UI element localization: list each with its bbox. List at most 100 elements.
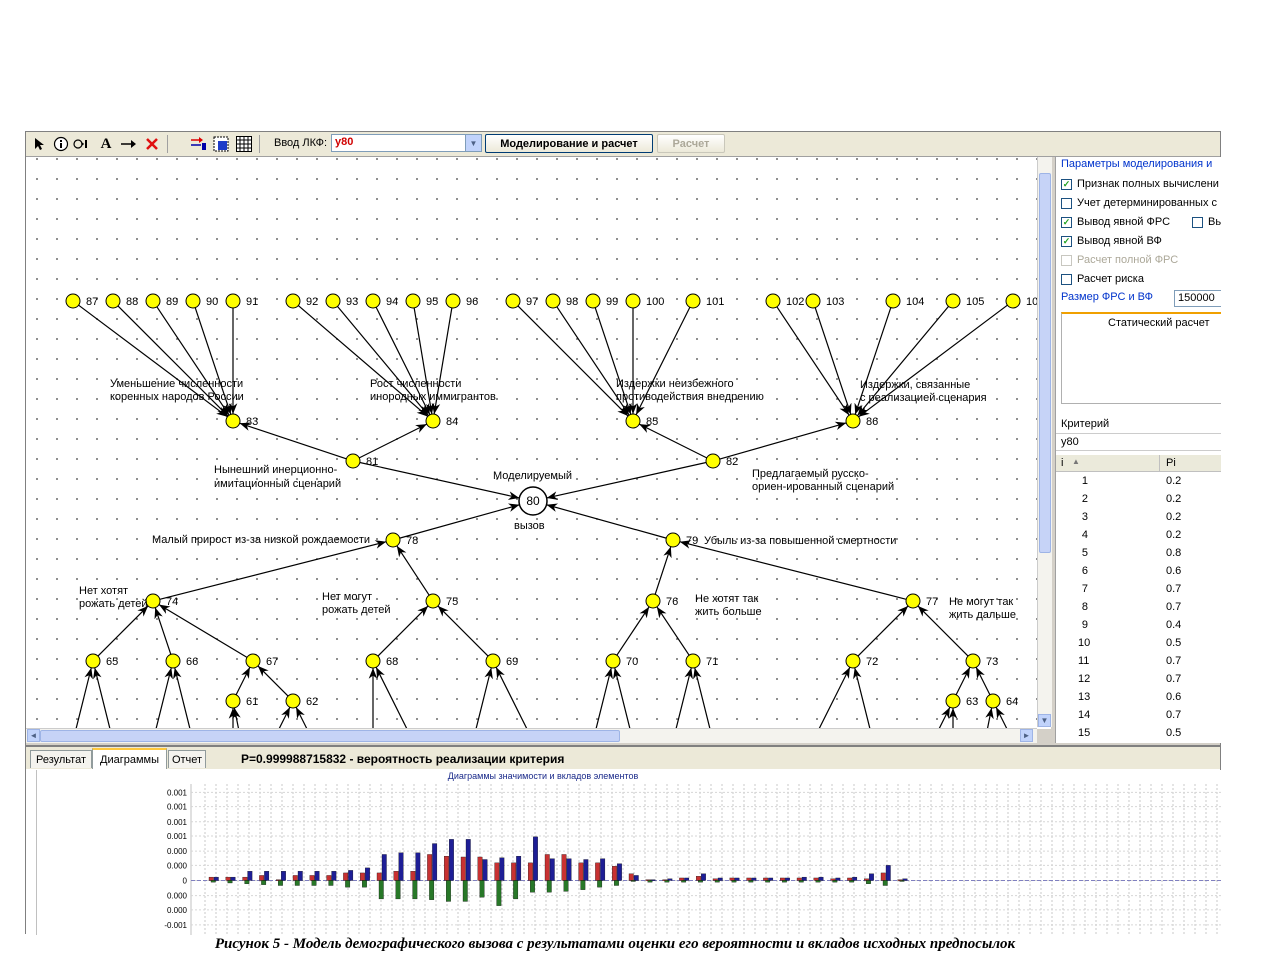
node-89[interactable]: 89 [145, 293, 178, 309]
option-checkbox[interactable]: Расчет риска [1061, 271, 1221, 287]
option-checkbox[interactable]: ✓Вывод явной ФРС [1061, 214, 1189, 230]
node-68[interactable]: 68 [365, 653, 398, 669]
node-81[interactable]: 81 [345, 453, 378, 469]
node-74[interactable]: 74 [145, 593, 178, 609]
node-100[interactable]: 100 [625, 293, 664, 309]
node-105[interactable]: 105 [945, 293, 984, 309]
node-97[interactable]: 97 [505, 293, 538, 309]
size-input[interactable]: 150000 [1174, 290, 1221, 307]
node-87[interactable]: 87 [65, 293, 98, 309]
checkmark-icon[interactable]: ✓ [1061, 235, 1072, 247]
horizontal-scroll-thumb[interactable] [40, 730, 620, 742]
checkbox-box[interactable] [1061, 197, 1072, 209]
option-checkbox[interactable]: ✓Вывод явной ВФ [1061, 233, 1221, 249]
node-92[interactable]: 92 [285, 293, 318, 309]
node-85[interactable]: 85 [625, 413, 658, 429]
criterion-value[interactable]: y80 [1056, 433, 1221, 451]
scroll-left-icon[interactable]: ◄ [27, 729, 40, 742]
link-icon[interactable] [72, 134, 92, 154]
select-icon[interactable] [211, 134, 231, 154]
node-82[interactable]: 82 [705, 453, 738, 469]
column-header-i[interactable]: i [1061, 457, 1064, 469]
calc-button[interactable]: Расчет [657, 134, 725, 153]
checkbox-box[interactable] [1061, 254, 1072, 266]
lkf-select[interactable]: y80 ▼ [331, 134, 482, 152]
node-64[interactable]: 64 [985, 693, 1018, 709]
center-node-80[interactable]: 80 [518, 486, 548, 516]
node-69[interactable]: 69 [485, 653, 518, 669]
node-90[interactable]: 90 [185, 293, 218, 309]
checkbox-box[interactable] [1061, 273, 1072, 285]
model-and-calc-button[interactable]: Моделирование и расчет [485, 134, 653, 153]
node-96[interactable]: 96 [445, 293, 478, 309]
arrow-icon[interactable] [119, 134, 139, 154]
scroll-right-icon[interactable]: ► [1020, 729, 1033, 742]
node-99[interactable]: 99 [585, 293, 618, 309]
node-91[interactable]: 91 [225, 293, 258, 309]
chevron-down-icon[interactable]: ▼ [465, 135, 481, 151]
vertical-scroll-thumb[interactable] [1039, 173, 1051, 553]
node-101[interactable]: 101 [685, 293, 724, 309]
delete-icon[interactable] [142, 134, 162, 154]
node-98[interactable]: 98 [545, 293, 578, 309]
option-checkbox[interactable]: Учет детерминированных с [1061, 195, 1221, 211]
text-icon[interactable]: A [100, 135, 112, 152]
node-84[interactable]: 84 [425, 413, 458, 429]
node-103[interactable]: 103 [805, 293, 844, 309]
extra-option-checkbox[interactable]: Вь [1192, 214, 1221, 230]
node-77[interactable]: 77 [905, 593, 938, 609]
node-66[interactable]: 66 [165, 653, 198, 669]
node-95[interactable]: 95 [405, 293, 438, 309]
node-71[interactable]: 71 [685, 653, 718, 669]
node-86[interactable]: 86 [845, 413, 878, 429]
sort-ascending-icon[interactable]: ▲ [1072, 457, 1080, 466]
tab-report[interactable]: Отчет [168, 750, 206, 768]
network-canvas[interactable]: 1234567891011121314151617181920212223242… [26, 157, 1051, 729]
node-65[interactable]: 65 [85, 653, 118, 669]
tab-diagrams[interactable]: Диаграммы [92, 748, 167, 769]
checkmark-icon[interactable]: ✓ [1061, 178, 1072, 190]
tab-result[interactable]: Результат [30, 750, 92, 768]
node-76[interactable]: 76 [645, 593, 678, 609]
pointer-icon[interactable] [30, 134, 50, 154]
node-104[interactable]: 104 [885, 293, 924, 309]
node-63[interactable]: 63 [945, 693, 978, 709]
node-67[interactable]: 67 [245, 653, 278, 669]
option-checkbox[interactable]: Расчет полной ФРС [1061, 252, 1221, 268]
node-88[interactable]: 88 [105, 293, 138, 309]
node-70[interactable]: 70 [605, 653, 638, 669]
layout-icon[interactable] [188, 134, 208, 154]
scroll-down-icon[interactable]: ▼ [1038, 714, 1051, 727]
checkmark-icon[interactable]: ✓ [1061, 216, 1072, 228]
node-83[interactable]: 83 [225, 413, 258, 429]
node-62[interactable]: 62 [285, 693, 318, 709]
node-93[interactable]: 93 [325, 293, 358, 309]
checkbox-box[interactable] [1192, 216, 1203, 228]
node-94[interactable]: 94 [365, 293, 398, 309]
info-icon[interactable] [51, 134, 71, 154]
node-73[interactable]: 73 [965, 653, 998, 669]
node-79[interactable]: 79 [665, 532, 698, 548]
node-75[interactable]: 75 [425, 593, 458, 609]
node-72[interactable]: 72 [845, 653, 878, 669]
node-78[interactable]: 78 [385, 532, 418, 548]
horizontal-scrollbar[interactable]: ◄ ► [26, 728, 1037, 743]
node-61[interactable]: 61 [225, 693, 258, 709]
node-102[interactable]: 102 [765, 293, 804, 309]
vertical-scrollbar[interactable]: ▼ [1037, 157, 1052, 727]
option-checkbox[interactable]: ✓Признак полных вычислени [1061, 176, 1221, 192]
